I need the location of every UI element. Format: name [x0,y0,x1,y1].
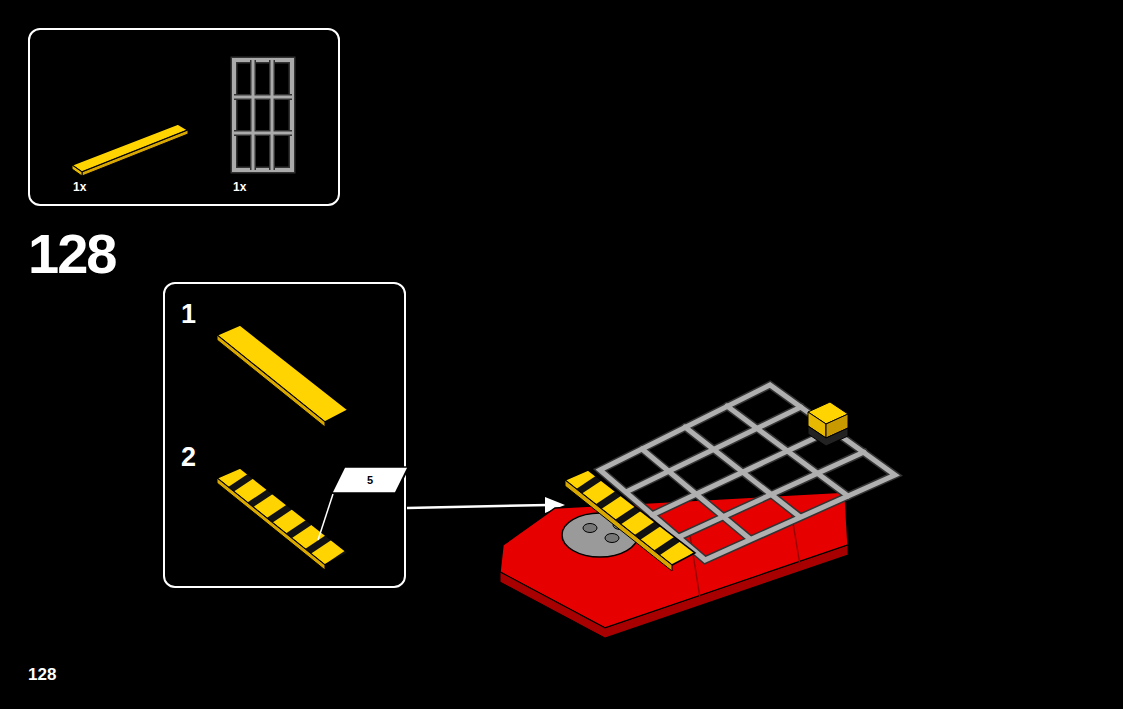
step-number: 128 [28,226,115,282]
parts-list-box: 1x 1x [28,28,340,206]
part-quantity: 1x [73,181,86,193]
part-quantity: 1x [233,181,246,193]
sticker-number: 5 [330,475,410,486]
leader-line [318,494,333,540]
placement-arrow [407,497,565,513]
yellow-tile [217,325,348,427]
substep-number: 2 [181,444,196,471]
model [500,385,895,638]
page-number: 128 [28,666,56,683]
substep-box: 125 [163,282,406,588]
yellow-tile [72,124,188,176]
sticker-callout: 5 [330,466,410,494]
substep-number: 1 [181,301,196,328]
grey-fence [234,60,292,170]
